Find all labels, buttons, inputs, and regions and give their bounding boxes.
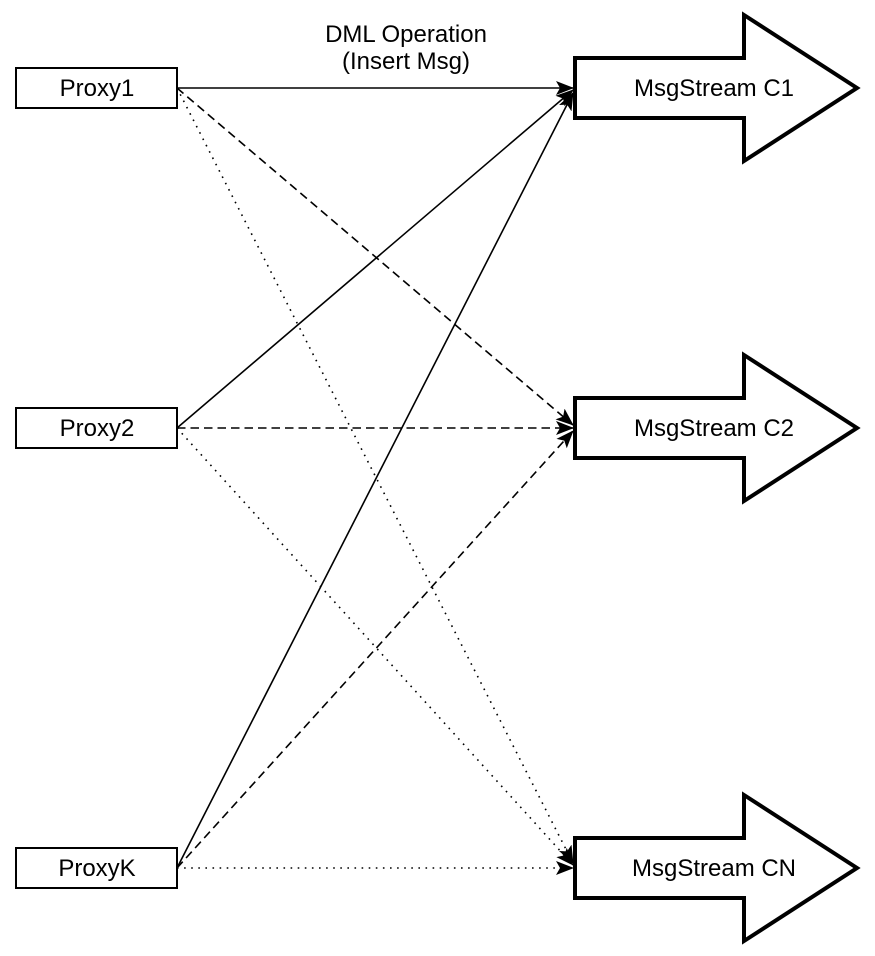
msgstream-cn-label: MsgStream CN xyxy=(632,855,796,882)
annotation-line1: DML Operation xyxy=(325,21,487,48)
msgstream-cn-arrow xyxy=(573,791,861,945)
msgstream-c2-label: MsgStream C2 xyxy=(634,415,794,442)
proxy2-label: Proxy2 xyxy=(60,415,135,442)
edge-proxy2-to-cn xyxy=(176,427,574,866)
msgstream-c1-arrow xyxy=(573,11,861,165)
annotation-line2: (Insert Msg) xyxy=(342,48,470,75)
proxy1-box xyxy=(15,67,178,109)
proxy1-label: Proxy1 xyxy=(60,75,135,102)
proxy-nodes-group: Proxy1 Proxy2 ProxyK xyxy=(15,67,178,889)
edge-proxy1-to-c2 xyxy=(176,87,574,426)
proxy2-box xyxy=(15,407,178,449)
edge-proxy1-to-cn xyxy=(176,87,574,864)
proxyk-box xyxy=(15,847,178,889)
edge-proxyk-to-c1 xyxy=(176,92,574,869)
edges-group xyxy=(176,81,574,875)
msgstream-c1-label: MsgStream C1 xyxy=(634,75,794,102)
msgstream-nodes-group: MsgStream C1 MsgStream C2 MsgStream CN xyxy=(573,11,861,945)
msgstream-c2-arrow xyxy=(573,351,861,505)
proxyk-label: ProxyK xyxy=(58,855,135,882)
edge-proxy2-to-c1 xyxy=(176,89,574,429)
edge-proxyk-to-c2 xyxy=(176,430,574,869)
